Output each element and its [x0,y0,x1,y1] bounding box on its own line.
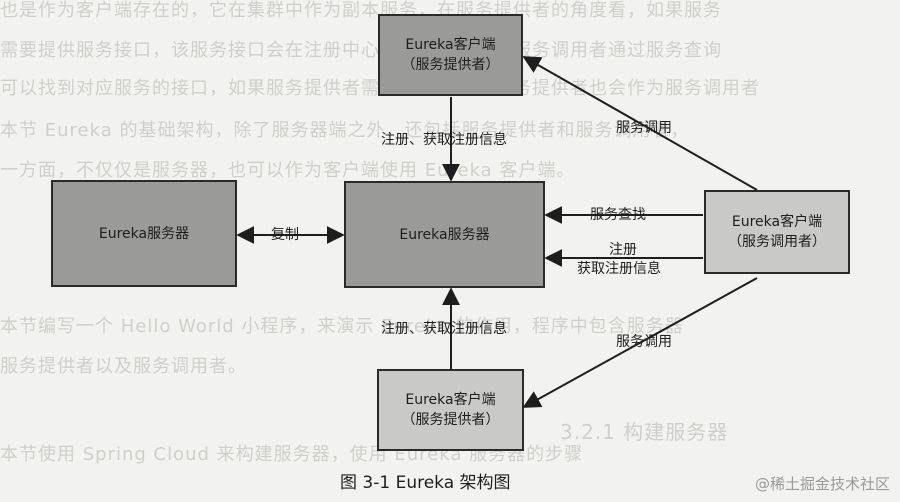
figure-caption: 图 3-1 Eureka 架构图 [340,473,511,493]
node-subtitle: （服务提供者） [401,412,500,428]
edge-label-bottom-register: 注册、获取注册信息 [381,321,507,337]
background-text-line: 本节编写一个 Hello World 小程序，来演示 Eureka 的作用，程序… [0,316,684,337]
background-text-line: 需要提供服务接口，该服务接口会在注册中心进行注册，这样服务调用者通过服务查询 [0,40,722,61]
node-subtitle: （服务调用者） [728,234,826,250]
edge-label-top-invoke: 服务调用 [616,120,672,136]
arrow-bottom-invoke [522,277,758,408]
watermark: @稀土掘金技术社区 [754,475,890,493]
node-title: Eureka服务器 [399,226,490,243]
arrow-top-invoke [522,56,758,191]
edge-label-get-registry: 获取注册信息 [577,261,661,277]
node-title: Eureka服务器 [98,225,190,242]
node-bottom-provider: Eureka客户端 （服务提供者） [377,369,524,451]
background-text-line: 本节 Eureka 的基础架构，除了服务器端之外，还包括服务提供者和服务调用者， [0,120,690,141]
node-center-server: Eureka服务器 [344,181,545,288]
background-text-line: 服务提供者以及服务调用者。 [0,356,247,377]
edge-label-bottom-invoke: 服务调用 [616,334,672,350]
node-right-invoker: Eureka客户端 （服务调用者） [704,190,850,274]
background-text-line: 也是作为客户端存在的，它在集群中作为副本服务，在服务提供者的角度看，如果服务 [0,0,722,21]
edge-label-top-register: 注册、获取注册信息 [381,132,507,148]
edge-label-register: 注册 [609,242,637,258]
edge-label-replicate: 复制 [271,227,299,243]
node-title: Eureka客户端 [731,214,823,230]
node-subtitle: （服务提供者） [401,57,500,73]
node-top-provider: Eureka客户端 （服务提供者） [378,14,523,96]
background-text-line: 一方面，不仅仅是服务器，也可以作为客户端使用 Eureka 客户端。 [0,160,576,181]
node-title: Eureka客户端 [405,37,496,53]
edge-label-service-lookup: 服务查找 [590,207,646,223]
node-title: Eureka客户端 [405,392,496,408]
background-text-line: 3.2.1 构建服务器 [560,420,729,444]
node-left-server: Eureka服务器 [51,180,237,287]
